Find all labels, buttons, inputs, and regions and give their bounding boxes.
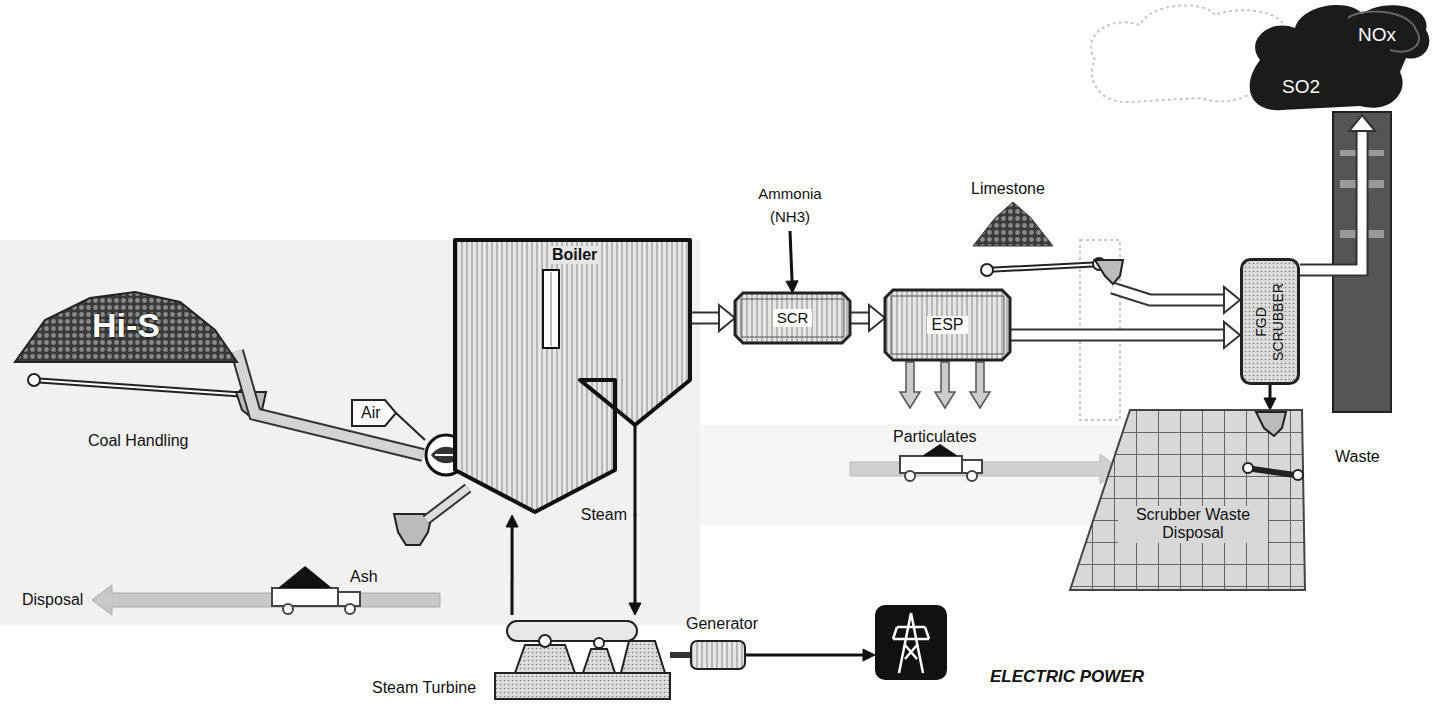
flow-connector — [1300, 115, 1375, 270]
flow-connector — [237, 351, 423, 455]
coal-pile: Hi-S — [15, 290, 237, 362]
emission-cloud-text: SO2 — [1282, 76, 1320, 98]
steam-turbine: Steam Turbine — [495, 615, 670, 700]
ash-disposal-truck — [92, 566, 440, 615]
reagent-label-text: Ammonia (NH3) — [744, 183, 836, 228]
fgd-scrubber-text: FGD SCRUBBER — [1253, 276, 1287, 368]
limestone-feed: Limestone — [965, 180, 1125, 288]
esp-unit-text: ESP — [927, 316, 967, 334]
boiler: Boiler — [455, 240, 690, 515]
plant-label: Disposal — [22, 591, 83, 609]
waste-disposal-area-text: Scrubber Waste Disposal — [1118, 506, 1268, 543]
waste-disposal-area-shape — [1070, 410, 1305, 590]
coal-conveyor — [28, 374, 266, 418]
flow-connector — [1010, 322, 1240, 348]
generator-text: Generator — [686, 615, 758, 633]
scr-unit-text: SCR — [773, 309, 813, 326]
boiler-gas-exit-line — [635, 425, 636, 516]
coal-pile-text: Hi-S — [92, 306, 160, 345]
limestone-feed-text: Limestone — [971, 180, 1045, 198]
boiler-shape — [455, 240, 690, 515]
edge-label: Steam — [579, 506, 629, 524]
fgd-scrubber: FGD SCRUBBER — [1240, 258, 1300, 385]
flow-connector — [1264, 385, 1276, 410]
plant-label: Ash — [350, 568, 378, 586]
flow-connector — [629, 515, 641, 615]
ash-hopper — [394, 488, 468, 545]
power-grid-icon-shape — [875, 605, 947, 680]
power-grid-icon: ELECTRIC POWER — [875, 605, 947, 680]
generator: Generator — [690, 640, 746, 670]
particulate-arrows — [900, 362, 990, 408]
scr-unit: SCR — [735, 293, 850, 343]
plant-label: Air — [361, 404, 381, 422]
flow-connector — [670, 655, 690, 656]
generator-shape — [690, 640, 746, 670]
flow-connector — [506, 515, 518, 615]
reagent-label: Ammonia (NH3) — [742, 180, 838, 231]
flow-connector — [850, 305, 885, 331]
boiler-text: Boiler — [550, 246, 599, 264]
steam-turbine-shape — [495, 615, 670, 700]
plant-label: Waste — [1335, 448, 1380, 466]
particulate-truck — [850, 444, 1120, 484]
flow-connector — [786, 231, 798, 293]
background-panels — [0, 240, 1120, 625]
plant-label: Particulates — [893, 428, 977, 446]
emission-cloud-shape — [1240, 0, 1435, 115]
steam-turbine-text: Steam Turbine — [372, 679, 476, 697]
emission-cloud: NOxSO2 — [1240, 0, 1435, 115]
esp-unit: ESP — [885, 290, 1010, 360]
emission-cloud-text: NOx — [1358, 24, 1396, 46]
flow-connector — [1112, 287, 1240, 313]
power-grid-icon-text: ELECTRIC POWER — [990, 667, 1144, 687]
plant-label: Coal Handling — [88, 432, 189, 450]
waste-disposal-area: Scrubber Waste Disposal — [1070, 410, 1305, 590]
flow-connector — [746, 649, 875, 661]
flow-connector — [690, 305, 735, 331]
